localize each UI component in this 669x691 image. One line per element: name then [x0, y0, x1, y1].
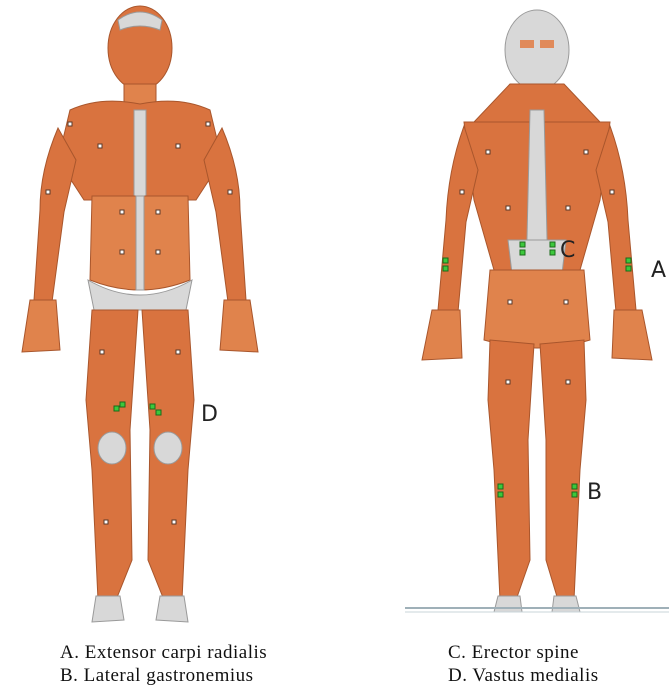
electrode-d — [120, 402, 125, 407]
electrode-a — [443, 258, 448, 263]
back-body — [405, 10, 669, 612]
caption-a: A. Extensor carpi radialis — [60, 642, 267, 664]
electrode-a — [443, 266, 448, 271]
electrode-c — [520, 250, 525, 255]
marker-c: C — [560, 240, 575, 262]
electrode-c — [550, 242, 555, 247]
electrode-d — [156, 410, 161, 415]
marker-b: B — [587, 482, 602, 504]
marker-d: D — [201, 404, 218, 426]
caption-d: D. Vastus medialis — [448, 665, 599, 687]
electrode-b — [498, 492, 503, 497]
electrode-b — [498, 484, 503, 489]
marker-a: A — [651, 260, 666, 282]
electrode-a — [626, 258, 631, 263]
electrode-b — [572, 492, 577, 497]
electrode-d — [150, 404, 155, 409]
front-body — [22, 6, 258, 622]
electrode-d — [114, 406, 119, 411]
caption-c: C. Erector spine — [448, 642, 579, 664]
electrode-c — [520, 242, 525, 247]
electrode-b — [572, 484, 577, 489]
caption-b: B. Lateral gastronemius — [60, 665, 254, 687]
electrode-c — [550, 250, 555, 255]
electrode-a — [626, 266, 631, 271]
